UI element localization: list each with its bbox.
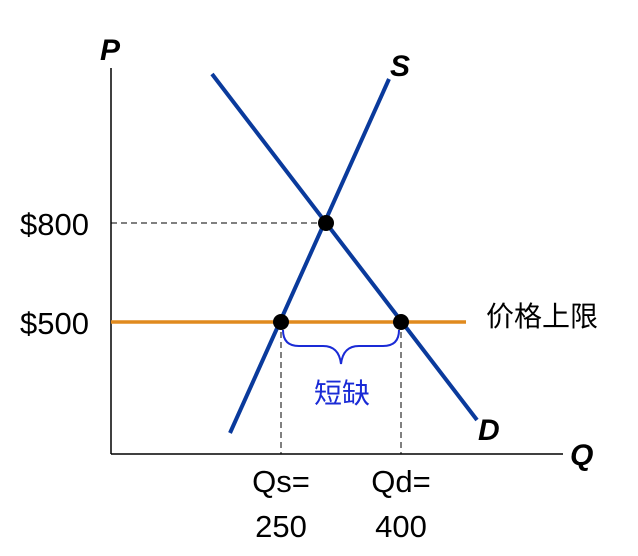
demand-curve-label: D [478,414,500,447]
price-ceiling-label: 价格上限 [486,300,598,333]
x-axis-label: Q [570,439,593,472]
qd-value: 400 [375,509,427,544]
demand-curve [210,72,479,422]
supply-curve-label: S [390,50,410,83]
supply-curve [228,78,391,434]
qd-label: Qd= [371,464,430,499]
ceiling-price-label: $500 [20,306,89,341]
equilibrium-price-label: $800 [20,207,89,242]
y-axis-label: P [100,34,121,67]
qs-label: Qs= [252,464,310,499]
qs-point [273,314,289,330]
shortage-brace [282,329,400,365]
equilibrium-point [318,215,334,231]
shortage-label: 短缺 [314,377,370,410]
qd-point [393,314,409,330]
qs-value: 250 [255,509,307,544]
